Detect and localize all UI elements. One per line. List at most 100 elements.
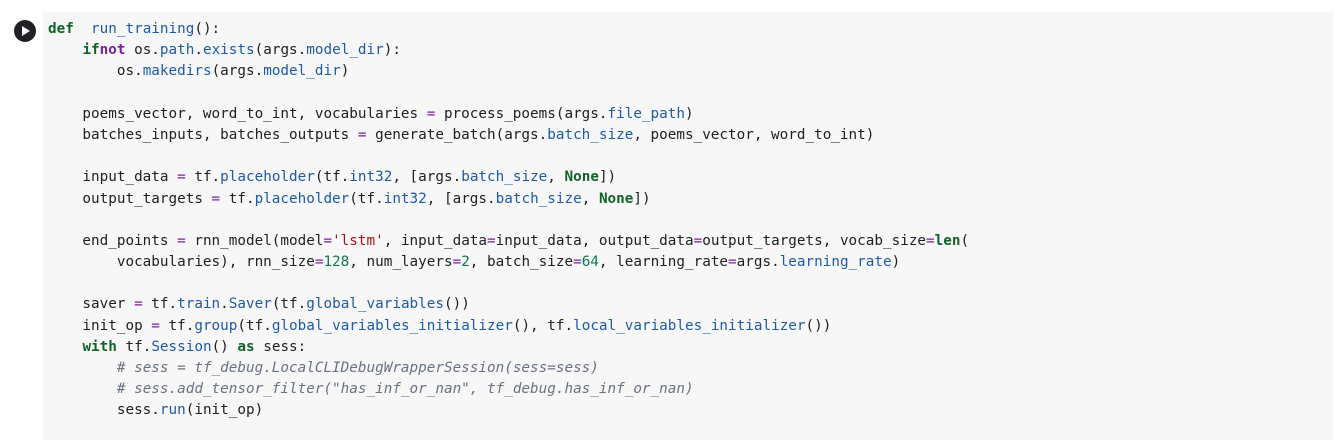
code-token: output_targets, vocab_size bbox=[702, 232, 927, 249]
code-line: output_targets = tf.placeholder(tf.int32… bbox=[48, 189, 969, 210]
code-token: = bbox=[573, 254, 582, 271]
code-token bbox=[74, 21, 91, 37]
code-token: input_data bbox=[48, 169, 178, 186]
code-token: run_training bbox=[91, 21, 195, 37]
code-block[interactable]: def run_training (): ifnot os. path.exists… bbox=[48, 19, 969, 422]
code-line: input_data = tf.placeholder(tf.int32, [a… bbox=[48, 167, 969, 188]
code-token: batches_inputs, batches_outputs bbox=[48, 126, 358, 143]
code-token: = bbox=[323, 232, 333, 249]
code-token: ]) bbox=[633, 190, 651, 207]
code-line: ifnot os.path.exists(args.model_dir): bbox=[48, 40, 969, 61]
code-token: = bbox=[357, 126, 367, 143]
code-token: = bbox=[487, 232, 496, 249]
code-token: global_variables_initializer bbox=[271, 317, 513, 334]
code-token bbox=[48, 381, 117, 397]
code-token: , num_layers bbox=[349, 254, 453, 271]
code-line bbox=[48, 83, 969, 104]
code-token: = bbox=[134, 296, 143, 313]
run-cell-button[interactable] bbox=[14, 20, 36, 42]
code-token: makedirs bbox=[142, 63, 212, 80]
code-token: ]) bbox=[598, 169, 617, 186]
code-token: = bbox=[426, 105, 436, 122]
code-token: (tf. bbox=[271, 296, 307, 313]
code-token: init_op bbox=[48, 317, 152, 334]
code-token: = bbox=[211, 190, 221, 207]
code-line bbox=[48, 273, 969, 294]
code-token: not bbox=[99, 42, 126, 59]
code-token: batch_size bbox=[547, 126, 634, 143]
code-token: placeholder bbox=[254, 190, 350, 207]
code-token: tf. bbox=[142, 296, 178, 313]
code-token: path bbox=[159, 42, 195, 59]
code-token: () bbox=[211, 338, 238, 355]
code-line: init_op = tf.group(tf.global_variables_i… bbox=[48, 316, 969, 337]
code-token: model_dir bbox=[306, 42, 384, 59]
code-token: = bbox=[151, 317, 160, 334]
code-token: end_points bbox=[48, 232, 178, 249]
code-token: if bbox=[82, 42, 100, 59]
code-token: ( bbox=[960, 232, 970, 249]
code-token: = bbox=[177, 169, 186, 186]
code-token: model_dir bbox=[263, 63, 341, 80]
code-token: input_data, output_data bbox=[495, 232, 694, 249]
code-token: args. bbox=[736, 254, 780, 271]
code-token: as bbox=[237, 338, 255, 355]
code-token: None bbox=[598, 190, 634, 207]
code-token: (tf. bbox=[349, 190, 384, 207]
code-token: tf. bbox=[185, 169, 221, 186]
code-line: with tf.Session() as sess: bbox=[48, 337, 969, 358]
code-token: poems_vector, word_to_int, vocabularies bbox=[48, 105, 427, 122]
code-token: 'lstm' bbox=[332, 232, 384, 249]
code-token: def bbox=[48, 21, 74, 37]
code-token: generate_batch(args. bbox=[366, 126, 548, 143]
code-token: Saver bbox=[228, 296, 272, 313]
code-line: batches_inputs, batches_outputs = genera… bbox=[48, 125, 969, 146]
code-token bbox=[48, 42, 82, 58]
code-token: . bbox=[194, 42, 203, 59]
code-token: group bbox=[194, 317, 238, 334]
code-token: run bbox=[159, 402, 186, 419]
code-line: os.makedirs(args.model_dir) bbox=[48, 61, 969, 82]
code-token: int32 bbox=[349, 169, 393, 186]
code-token: global_variables bbox=[306, 296, 444, 313]
code-token bbox=[48, 339, 82, 355]
code-token: sess: bbox=[254, 338, 307, 355]
code-token: , bbox=[547, 169, 565, 186]
code-token: (args. bbox=[211, 63, 264, 80]
code-token: ) bbox=[340, 63, 350, 80]
code-token: saver bbox=[48, 296, 135, 313]
code-token: , poems_vector, word_to_int) bbox=[633, 126, 875, 143]
code-token: file_path bbox=[607, 105, 685, 122]
code-token: = bbox=[177, 232, 186, 249]
code-token: len bbox=[934, 232, 961, 249]
code-token: ()) bbox=[444, 296, 470, 313]
code-token: os. bbox=[48, 63, 143, 80]
code-token: 128 bbox=[323, 254, 350, 271]
code-line: # sess.add_tensor_filter("has_inf_or_nan… bbox=[48, 379, 969, 400]
code-token: output_targets bbox=[48, 190, 212, 207]
code-token: (tf. bbox=[314, 169, 350, 186]
code-editor[interactable]: def run_training (): ifnot os. path.exists… bbox=[43, 12, 1333, 440]
code-token: sess. bbox=[48, 402, 160, 419]
code-token: = bbox=[693, 232, 703, 249]
code-token: tf. bbox=[116, 338, 152, 355]
code-token: ): bbox=[383, 42, 401, 59]
play-icon bbox=[22, 26, 30, 36]
code-line: end_points = rnn_model(model='lstm', inp… bbox=[48, 231, 969, 252]
code-token: , learning_rate bbox=[598, 254, 729, 271]
code-token: learning_rate bbox=[779, 254, 892, 271]
code-token: 2 bbox=[461, 254, 470, 271]
code-token: = bbox=[728, 254, 737, 271]
code-token: batch_size bbox=[461, 169, 548, 186]
code-token: (), tf. bbox=[512, 317, 574, 334]
code-token: None bbox=[564, 169, 599, 186]
code-token: (init_op) bbox=[185, 402, 264, 419]
code-line: sess.run(init_op) bbox=[48, 400, 969, 421]
code-token: exists bbox=[202, 42, 255, 59]
code-line: # sess = tf_debug.LocalCLIDebugWrapperSe… bbox=[48, 358, 969, 379]
code-token: ()) bbox=[805, 317, 832, 334]
code-token: rnn_model(model bbox=[185, 232, 324, 249]
code-token: ) bbox=[684, 105, 694, 122]
code-line: vocabularies), rnn_size=128, num_layers=… bbox=[48, 252, 969, 273]
